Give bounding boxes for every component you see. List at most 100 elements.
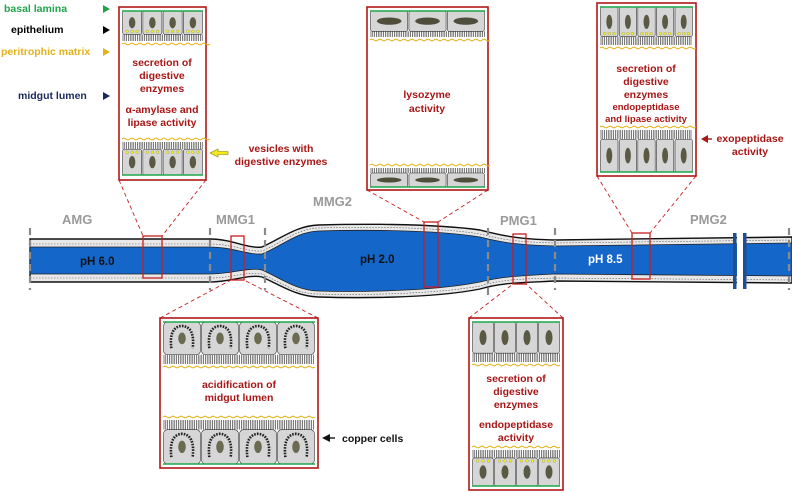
vesicle [486, 459, 491, 463]
cell-nucleus [662, 14, 669, 29]
legend-midgut-lumen-arrow-icon [103, 92, 110, 100]
panel-mmg2-line2: activity [409, 103, 445, 115]
ph-label-amg: pH 6.0 [80, 256, 115, 268]
vesicles-line2: digestive enzymes [235, 156, 328, 168]
copper-cavity [207, 432, 233, 458]
epithelium-strip-mmg2-bottom [369, 163, 491, 188]
cell-nucleus [169, 17, 176, 29]
cell-nucleus [606, 147, 613, 164]
cell-nucleus [376, 17, 402, 25]
cell-nucleus [149, 17, 156, 29]
vesicle [612, 32, 616, 36]
legend-peritrophic-matrix: peritrophic matrix [1, 46, 90, 58]
cell-nucleus [189, 155, 197, 169]
peritrophic-matrix-line [599, 125, 697, 129]
cell-nucleus [178, 440, 186, 454]
vesicle [135, 29, 139, 33]
cell-nucleus [606, 14, 613, 29]
peritrophic-matrix-line [369, 38, 491, 42]
vesicle [166, 29, 170, 33]
vesicle [135, 150, 139, 154]
locator-amg [142, 235, 163, 279]
copper-cavity [283, 324, 309, 349]
copper-cavity [283, 432, 309, 458]
vesicle [171, 29, 175, 33]
copper-cell-strip-bottom [162, 415, 316, 465]
cell-nucleus [643, 147, 650, 164]
copper-cells-arrow-icon [322, 434, 330, 442]
cell-nucleus [169, 155, 176, 169]
vesicle [186, 150, 190, 154]
vesicle [525, 459, 529, 463]
copper-cavity [169, 324, 195, 349]
vesicle [552, 459, 557, 463]
vesicle [663, 32, 667, 36]
cell-nucleus [254, 440, 262, 454]
peritrophic-matrix-line [162, 365, 316, 369]
vesicle [191, 29, 195, 33]
panel-mmg1-line1: acidification of [202, 379, 277, 391]
vesicle [176, 150, 180, 154]
vesicle [155, 29, 159, 33]
segment-label-mmg2: MMG2 [313, 194, 352, 209]
peritrophic-matrix-line [121, 42, 211, 46]
panel-pmg1-line1: secretion of [486, 373, 546, 385]
legend-basal-lamina-arrow-icon [103, 5, 110, 13]
cell-nucleus [216, 440, 224, 454]
copper-cell-strip-top [162, 321, 316, 369]
legend-basal-lamina: basal lamina [4, 3, 67, 15]
cell-nucleus [189, 17, 197, 29]
tube-break-left [733, 233, 737, 289]
peritrophic-matrix-line [471, 363, 561, 367]
panel-pmg2-line2: digestive [623, 76, 669, 88]
locator-pmg2 [631, 232, 651, 280]
panel-amg: secretion of digestive enzymes α-amylase… [118, 6, 211, 181]
peritrophic-matrix-line [369, 163, 491, 167]
panel-amg-line3: enzymes [140, 83, 185, 95]
vesicle [547, 459, 551, 463]
vesicle [176, 29, 180, 33]
cell-nucleus [292, 440, 300, 454]
segment-label-pmg1: PMG1 [500, 213, 537, 228]
vesicle [481, 459, 485, 463]
vesicle [649, 32, 653, 36]
copper-cavity [169, 432, 195, 458]
vesicle [541, 459, 546, 463]
connector-lines [118, 175, 697, 319]
peritrophic-matrix-line [599, 46, 697, 50]
cell-nucleus [501, 465, 509, 479]
vesicle [171, 150, 175, 154]
vesicle [603, 32, 607, 36]
panel-pmg2: secretion of digestive enzymes endopepti… [596, 2, 697, 177]
vesicle [607, 32, 611, 36]
vesicle [145, 150, 149, 154]
ph-label-mmg2: pH 2.0 [360, 254, 395, 266]
vesicle [686, 32, 690, 36]
cell-nucleus [501, 330, 509, 346]
cell-nucleus [479, 330, 487, 346]
cell-nucleus [178, 332, 186, 345]
cell-nucleus [545, 465, 553, 479]
vesicle [155, 150, 159, 154]
midgut-tube [28, 221, 792, 299]
cell-nucleus [523, 330, 531, 346]
vesicle [145, 29, 149, 33]
panel-pmg1-line4: endopeptidase [479, 419, 553, 431]
panel-pmg1-line5: activity [498, 432, 534, 444]
locator-mmg2 [423, 221, 439, 288]
vesicle [658, 32, 662, 36]
panel-mmg1: acidification of midgut lumen [159, 317, 319, 469]
copper-cavity [245, 432, 271, 458]
cell-nucleus [523, 465, 531, 479]
legend-peritrophic-matrix-arrow-icon [103, 48, 110, 56]
exopeptidase-line1: exopeptidase [716, 133, 783, 145]
peritrophic-matrix-line [162, 415, 316, 419]
vesicles-arrow-icon [209, 148, 229, 158]
midgut-lumen-fill [29, 229, 792, 292]
cell-nucleus [545, 330, 553, 346]
locator-mmg1 [230, 235, 245, 281]
vesicle [186, 29, 190, 33]
cell-nucleus [662, 147, 669, 164]
epithelium-strip-mmg2-top [369, 10, 491, 42]
epithelium-strip-pmg1-top [471, 321, 561, 367]
